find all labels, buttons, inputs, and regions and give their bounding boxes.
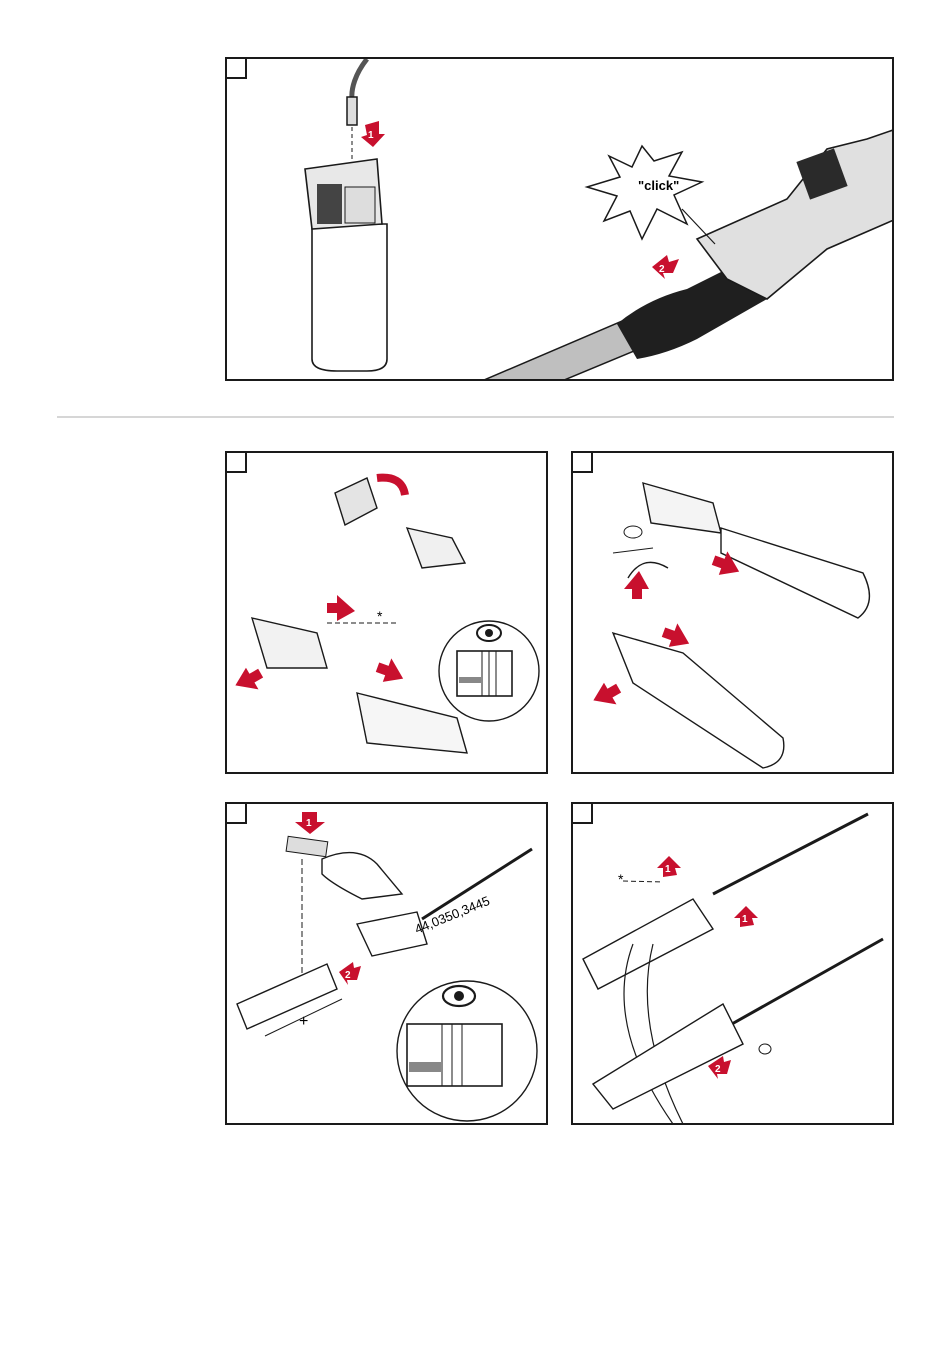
illustration-panel-mid-right bbox=[571, 451, 894, 774]
red-arrow-icon bbox=[588, 678, 625, 714]
final-assembly-drawing: * 1 1 2 bbox=[573, 804, 894, 1125]
nozzle-part bbox=[407, 528, 465, 568]
torch-hose-connection-drawing: 1 2 "click" bbox=[227, 59, 894, 381]
illustration-panel-bottom-left: 1 44,0350,3445 2 + bbox=[225, 802, 548, 1125]
svg-text:1: 1 bbox=[742, 914, 748, 925]
red-arrow-2-icon: 2 bbox=[339, 962, 361, 985]
coolant-bottle bbox=[312, 224, 387, 371]
corrugated-sleeve-lower bbox=[613, 633, 784, 768]
hose-sleeve-assembly-drawing bbox=[573, 453, 894, 774]
contact-tube-slotted bbox=[237, 964, 337, 1029]
click-label: "click" bbox=[638, 178, 679, 193]
svg-text:2: 2 bbox=[345, 970, 351, 981]
neck-upper bbox=[643, 483, 721, 533]
red-arrow-1-icon: 1 bbox=[295, 812, 325, 834]
corrugated-sleeve-upper bbox=[721, 528, 869, 618]
red-arrow-1-icon: 1 bbox=[361, 121, 385, 147]
o-ring-icon bbox=[624, 526, 642, 538]
svg-text:1: 1 bbox=[368, 130, 374, 141]
coolant-hose bbox=[352, 59, 367, 99]
contact-tube-lower bbox=[723, 939, 883, 1029]
red-arrow-1-icon: 1 bbox=[657, 856, 681, 877]
asterisk-label: * bbox=[618, 871, 624, 887]
section-divider bbox=[57, 416, 894, 418]
corrugated-sleeve-final bbox=[593, 1004, 743, 1109]
rotate-arrow-icon bbox=[377, 478, 405, 495]
red-arrow-2-icon: 2 bbox=[652, 255, 679, 279]
svg-text:2: 2 bbox=[659, 264, 665, 275]
illustration-panel-mid-left: * bbox=[225, 451, 548, 774]
red-arrow-icon bbox=[373, 655, 408, 688]
clamp-part bbox=[628, 562, 668, 578]
o-ring-icon bbox=[759, 1044, 771, 1054]
hand-drawing bbox=[322, 853, 402, 899]
wear-part-length-check-drawing: 1 44,0350,3445 2 + bbox=[227, 804, 548, 1125]
hose-coupling bbox=[347, 97, 357, 125]
tool-adapter bbox=[335, 478, 377, 525]
red-arrow-icon bbox=[230, 663, 267, 699]
plus-label: + bbox=[299, 1013, 308, 1030]
contact-tube-upper bbox=[713, 814, 868, 894]
torch-neck-part bbox=[252, 618, 327, 668]
gauge-strip bbox=[286, 836, 328, 856]
torch-handle bbox=[697, 129, 894, 299]
wear-part-assembly-drawing: * bbox=[227, 453, 548, 774]
red-arrow-icon bbox=[624, 571, 649, 599]
svg-text:1: 1 bbox=[306, 818, 312, 829]
red-arrow-1-icon: 1 bbox=[734, 906, 758, 927]
illustration-panel-bottom-right: * 1 1 2 bbox=[571, 802, 894, 1125]
svg-text:2: 2 bbox=[715, 1064, 721, 1075]
illustration-panel-top: 1 2 "click" bbox=[225, 57, 894, 381]
red-arrow-icon bbox=[327, 595, 355, 621]
svg-text:1: 1 bbox=[665, 864, 671, 875]
asterisk-label: * bbox=[377, 608, 383, 624]
